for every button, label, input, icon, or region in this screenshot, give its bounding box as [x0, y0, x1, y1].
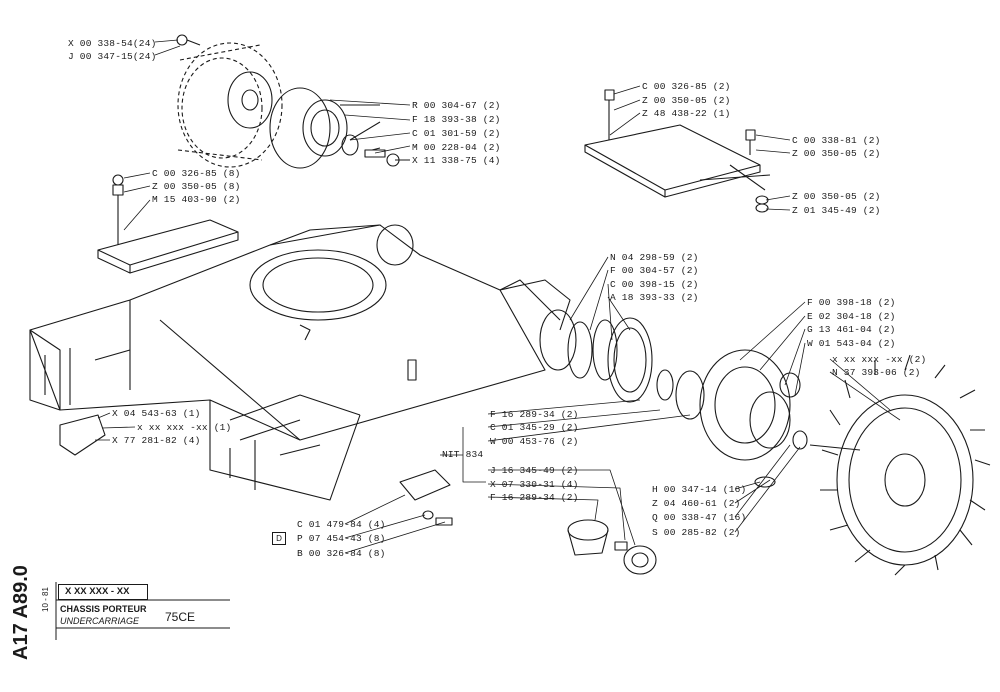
callout-sprocket-1: x xx xxx -xx (2) [832, 354, 927, 365]
callout-rb-1: H 00 347-14 (16) [652, 484, 747, 495]
right-cover [584, 89, 771, 213]
shoe-bolt [435, 517, 453, 526]
callout-rb-4: S 00 285-82 (2) [652, 527, 741, 538]
final-drive-hub [699, 349, 861, 488]
callout-plateright-c1: Z 00 350-05 (2) [792, 191, 881, 202]
title-english: UNDERCARRIAGE [60, 616, 140, 626]
callout-pad-2: x xx xxx -xx (1) [137, 422, 232, 433]
callout-center-b3: F 16 289-34 (2) [490, 492, 579, 503]
callout-plateleft-1: C 00 326-85 (8) [152, 168, 241, 179]
callout-hub-5: X 11 338-75 (4) [412, 155, 501, 166]
callout-plateright-a2: Z 00 350-05 (2) [642, 95, 731, 106]
leader-lines [95, 39, 901, 554]
callout-topleft-1: X 00 338-54(24) [68, 38, 157, 49]
callout-gear-3: C 00 398-15 (2) [610, 279, 699, 290]
left-plate [97, 174, 239, 274]
slide-pad [59, 414, 106, 456]
callout-plateright-b2: Z 00 350-05 (2) [792, 148, 881, 159]
callout-center-b1: J 16 345-49 (2) [490, 465, 579, 476]
shoe-washer [422, 510, 434, 520]
callout-nit: NIT 834 [442, 449, 484, 460]
callout-hub-1: R 00 304-67 (2) [412, 100, 501, 111]
callout-plateleft-3: M 15 403-90 (2) [152, 194, 241, 205]
title-french: CHASSIS PORTEUR [60, 604, 147, 614]
model-name: 75CE [165, 610, 196, 624]
callout-topleft-2: J 00 347-15(24) [68, 51, 157, 62]
callout-shoe-3: B 00 326-84 (8) [297, 548, 386, 559]
callout-shoe-2: P 07 454-43 (8) [297, 533, 386, 544]
callout-shoe-1: C 01 479-84 (4) [297, 519, 386, 530]
callout-rb-3: Q 00 338-47 (16) [652, 512, 747, 523]
callout-gear-2: F 00 304-57 (2) [610, 265, 699, 276]
callout-center-a2: C 01 345-29 (2) [490, 422, 579, 433]
callout-hubstack-4: W 01 543-04 (2) [807, 338, 896, 349]
callout-plateright-c2: Z 01 345-49 (2) [792, 205, 881, 216]
wear-shoe [399, 469, 451, 501]
chassis-frame [29, 224, 571, 501]
code-text: X XX XXX - XX [65, 586, 130, 597]
drive-gear-stack [539, 309, 705, 420]
callout-plateleft-2: Z 00 350-05 (8) [152, 181, 241, 192]
callout-gear-1: N 04 298-59 (2) [610, 252, 699, 263]
callout-center-a3: W 00 453-76 (2) [490, 436, 579, 447]
callout-center-b2: X 07 330-31 (4) [490, 479, 579, 490]
idler-drum [176, 34, 283, 168]
callout-hubstack-2: E 02 304-18 (2) [807, 311, 896, 322]
hub-gear-set [269, 87, 410, 169]
callout-hubstack-1: F 00 398-18 (2) [807, 297, 896, 308]
callout-rb-2: Z 04 460-61 (2) [652, 498, 741, 509]
sprocket-wheel [820, 354, 991, 576]
callout-pad-3: X 77 281-82 (4) [112, 435, 201, 446]
d-marker-box: D [272, 532, 286, 545]
bushing-nut [567, 519, 657, 575]
callout-hubstack-3: G 13 461-04 (2) [807, 324, 896, 335]
callout-pad-1: X 04 543-63 (1) [112, 408, 201, 419]
callout-plateright-a3: Z 48 438-22 (1) [642, 108, 731, 119]
callout-hub-2: F 18 393-38 (2) [412, 114, 501, 125]
callout-gear-4: A 18 393-33 (2) [610, 292, 699, 303]
callout-plateright-a1: C 00 326-85 (2) [642, 81, 731, 92]
callout-sprocket-2: N 37 393-06 (2) [832, 367, 921, 378]
callout-center-a1: F 16 289-34 (2) [490, 409, 579, 420]
callout-hub-3: C 01 301-59 (2) [412, 128, 501, 139]
callout-plateright-b1: C 00 338-81 (2) [792, 135, 881, 146]
callout-hub-4: M 00 228-04 (2) [412, 142, 501, 153]
